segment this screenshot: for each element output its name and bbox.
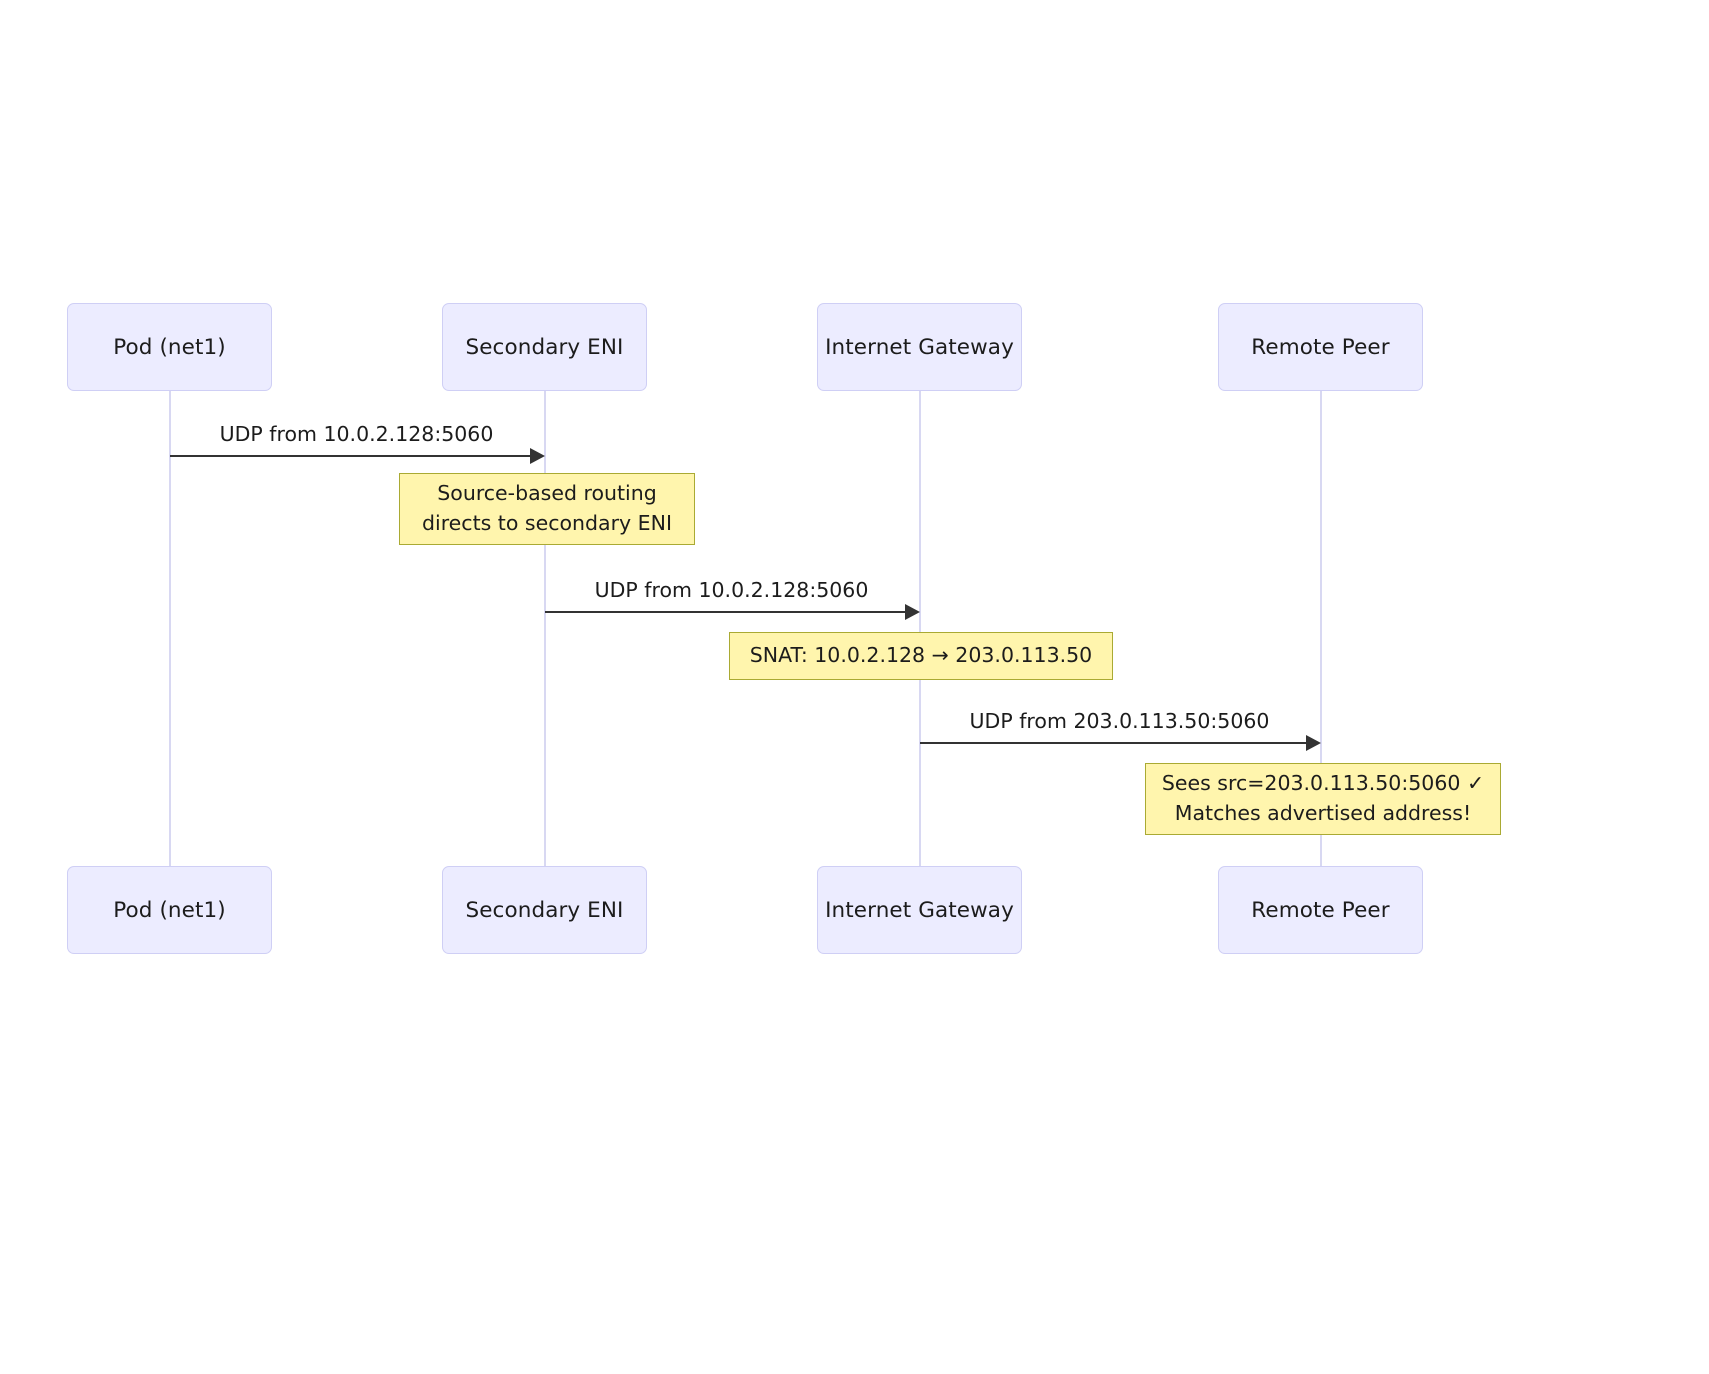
note-line-2a: SNAT: 10.0.2.128 → 203.0.113.50 (749, 643, 1093, 668)
message-arrow-line-3 (920, 742, 1306, 745)
participant-label-pod-bottom: Pod (net1) (113, 897, 226, 923)
lifeline-secondary-eni (543, 391, 546, 866)
message-arrow-line-1 (170, 455, 530, 458)
participant-box-pod-bottom[interactable]: Pod (net1) (67, 866, 272, 954)
note-source-based-routing: Source-based routing directs to secondar… (399, 473, 695, 545)
participant-label-pod-top: Pod (net1) (113, 334, 226, 360)
participant-box-secondary-eni-top[interactable]: Secondary ENI (442, 303, 647, 391)
note-line-1a: Source-based routing (437, 481, 657, 506)
message-arrow-line-2 (545, 611, 905, 614)
message-arrow-head-1 (530, 447, 545, 464)
participant-box-internet-gateway-top[interactable]: Internet Gateway (817, 303, 1022, 391)
participant-label-internet-gateway-bottom: Internet Gateway (825, 897, 1014, 923)
message-arrow-head-3 (1306, 734, 1321, 751)
lifeline-remote-peer (1319, 391, 1322, 866)
note-line-1b: directs to secondary ENI (422, 511, 672, 535)
message-arrow-head-2 (905, 603, 920, 620)
note-line-3b: Matches advertised address! (1174, 801, 1472, 825)
participant-label-secondary-eni-bottom: Secondary ENI (465, 897, 624, 923)
message-label-1: UDP from 10.0.2.128:5060 (219, 422, 494, 446)
note-snat-translation: SNAT: 10.0.2.128 → 203.0.113.50 (729, 632, 1113, 680)
lifeline-internet-gateway (918, 391, 921, 866)
participant-box-remote-peer-top[interactable]: Remote Peer (1218, 303, 1423, 391)
participant-box-secondary-eni-bottom[interactable]: Secondary ENI (442, 866, 647, 954)
note-remote-peer-sees: Sees src=203.0.113.50:5060 ✓ Matches adv… (1145, 763, 1501, 835)
participant-label-secondary-eni-top: Secondary ENI (465, 334, 624, 360)
participant-label-remote-peer-bottom: Remote Peer (1251, 897, 1390, 923)
lifeline-pod (168, 391, 171, 866)
participant-box-internet-gateway-bottom[interactable]: Internet Gateway (817, 866, 1022, 954)
message-label-2: UDP from 10.0.2.128:5060 (594, 578, 869, 602)
participant-label-internet-gateway-top: Internet Gateway (825, 334, 1014, 360)
participant-box-pod-top[interactable]: Pod (net1) (67, 303, 272, 391)
note-line-3a: Sees src=203.0.113.50:5060 ✓ (1161, 771, 1485, 796)
participant-box-remote-peer-bottom[interactable]: Remote Peer (1218, 866, 1423, 954)
message-label-3: UDP from 203.0.113.50:5060 (969, 709, 1270, 733)
participant-label-remote-peer-top: Remote Peer (1251, 334, 1390, 360)
